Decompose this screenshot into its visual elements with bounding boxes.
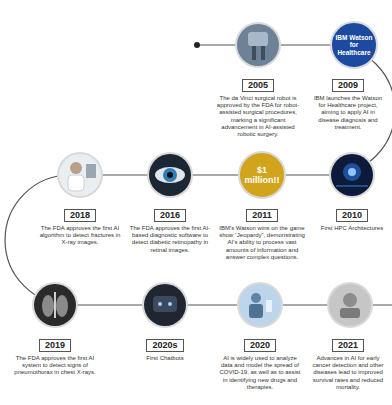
timeline-line [5, 45, 392, 305]
milestone-description: The FDA approves the first AI-based diag… [127, 225, 213, 254]
year-label: 2005 [242, 79, 274, 92]
doctor-photo [57, 152, 103, 198]
year-label: 2018 [64, 209, 96, 222]
xray-photo [32, 282, 78, 328]
year-label: 2016 [154, 209, 186, 222]
hpc-photo [329, 152, 375, 198]
year-entry: 2009IBM launches the Watson for Healthca… [312, 74, 384, 131]
year-entry: 2005The da Vinci surgical robot is appro… [213, 74, 303, 138]
milestone-description: First Chatbots [122, 355, 208, 362]
year-entry: 2020sFirst Chatbots [122, 334, 208, 362]
year-label: 2020s [146, 339, 183, 352]
lab-photo [237, 282, 283, 328]
year-entry: 2011IBM's Watson wins on the game show “… [219, 204, 305, 261]
milestone-description: The FDA approves the first AI system to … [13, 355, 97, 377]
milestone-description: The FDA approves the first AI algorithm … [38, 225, 122, 247]
robot-photo [235, 22, 281, 68]
year-label: 2019 [39, 339, 71, 352]
timeline-start-dot [194, 42, 200, 48]
milestone-description: First HPC Architectures [315, 225, 389, 232]
year-entry: 2018The FDA approves the first AI algori… [38, 204, 122, 247]
chatbot-photo [142, 282, 188, 328]
scan-photo [327, 282, 373, 328]
year-entry: 2020 AI is widely used to analyze data an… [217, 334, 303, 391]
year-entry: 2021Advances in AI for early cancer dete… [311, 334, 385, 391]
milestone-description: IBM launches the Watson for Healthcare p… [312, 95, 384, 131]
year-label: 2009 [332, 79, 364, 92]
year-label: 2011 [246, 209, 278, 222]
year-label: 2010 [336, 209, 368, 222]
year-label: 2020 [244, 339, 276, 352]
milestone-description: The da Vinci surgical robot is approved … [213, 95, 303, 138]
circle-text: IBM Watson for Healthcare [335, 34, 373, 56]
year-entry: 2010First HPC Architectures [315, 204, 389, 232]
retina-photo [147, 152, 193, 198]
year-label: 2021 [332, 339, 364, 352]
milestone-circle: IBM Watson for Healthcare [330, 21, 378, 69]
milestone-description: AI is widely used to analyze data and mo… [217, 355, 303, 391]
circle-text: $1 million!! [243, 165, 281, 186]
milestone-description: Advances in AI for early cancer detectio… [311, 355, 385, 391]
milestone-circle: $1 million!! [238, 151, 286, 199]
year-entry: 2016The FDA approves the first AI-based … [127, 204, 213, 254]
milestone-description: IBM's Watson wins on the game show “Jeop… [219, 225, 305, 261]
year-entry: 2019The FDA approves the first AI system… [13, 334, 97, 377]
